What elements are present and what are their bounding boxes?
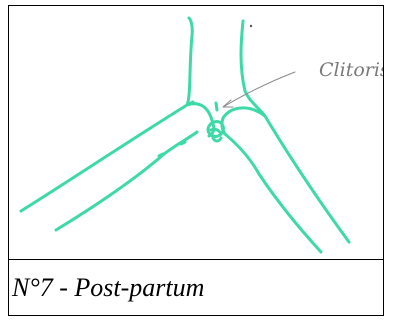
left-bulb-contour bbox=[187, 104, 214, 136]
caption-cell: N°7 - Post-partum bbox=[9, 260, 383, 315]
anatomical-sketch: Clitoris bbox=[9, 6, 383, 259]
caption-title: Post-partum bbox=[74, 273, 204, 302]
caption-separator: - bbox=[53, 273, 75, 302]
drawing-cell: Clitoris bbox=[9, 6, 383, 260]
left-crus-outer-edge bbox=[21, 18, 192, 211]
caption-number: N°7 bbox=[12, 273, 53, 302]
figure-caption: N°7 - Post-partum bbox=[12, 271, 204, 305]
right-crus-outer-edge bbox=[241, 21, 349, 242]
figure-table: Clitoris N°7 - Post-partum bbox=[8, 5, 384, 316]
left-crus-inner-edge bbox=[56, 132, 197, 230]
glans-tip-mark bbox=[216, 103, 217, 110]
annotation-label: Clitoris bbox=[319, 59, 383, 81]
right-crus-inner-edge bbox=[225, 134, 321, 252]
right-bulb-contour bbox=[222, 108, 265, 134]
annotation-arrow bbox=[223, 72, 295, 107]
pencil-dot bbox=[250, 25, 252, 27]
